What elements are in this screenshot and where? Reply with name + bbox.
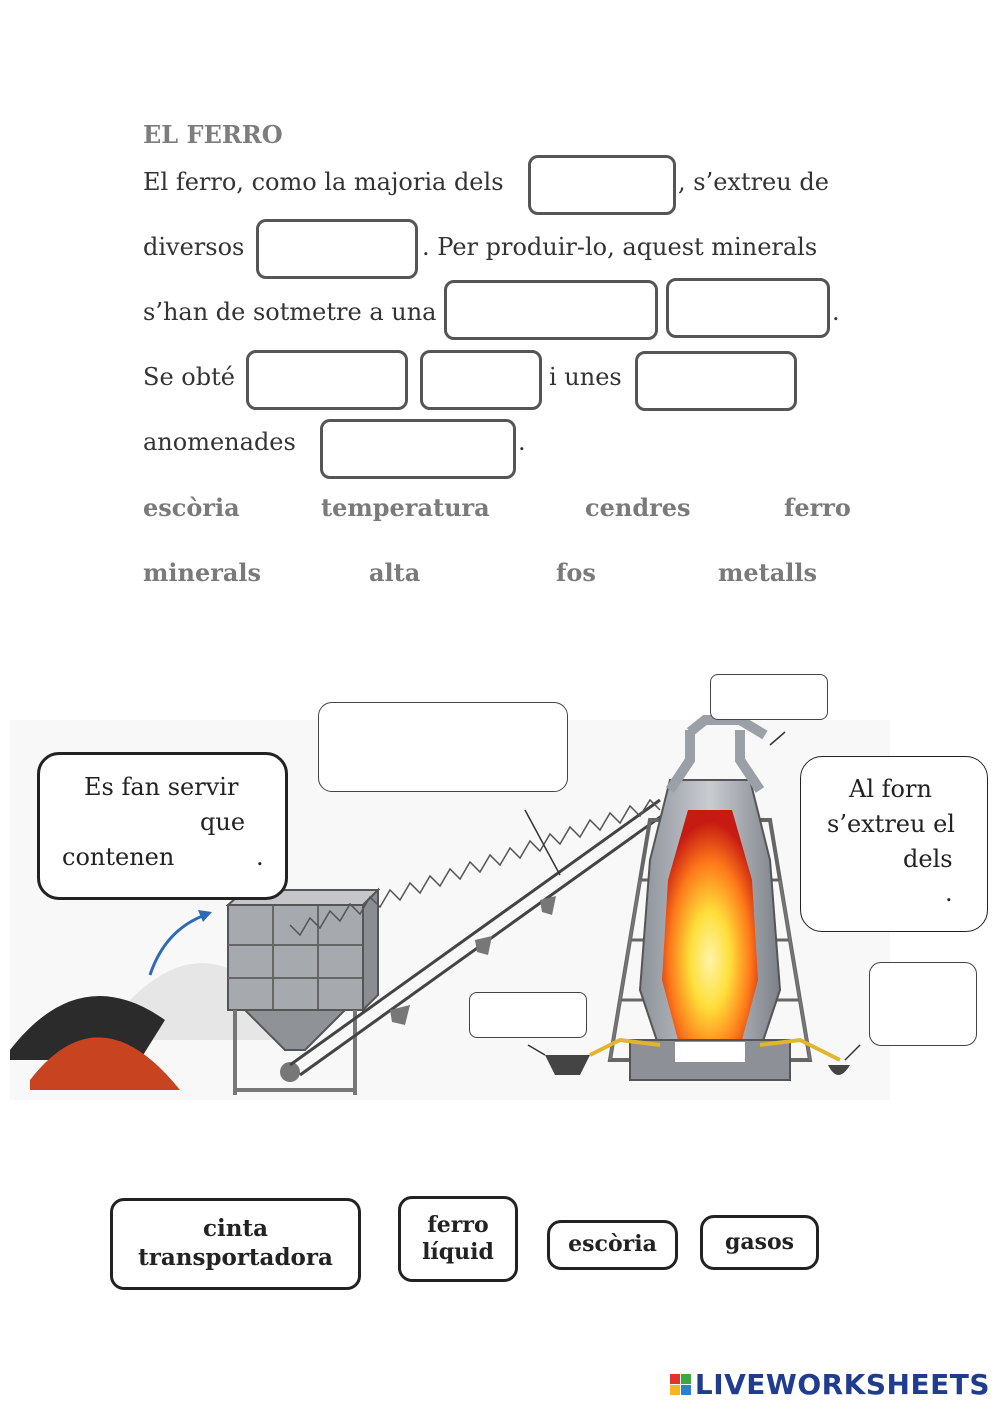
pointer-line: [769, 731, 786, 746]
sentence-line-5b: .: [518, 428, 526, 456]
arrow-head: [198, 910, 212, 922]
word-bank-item: cendres: [585, 493, 691, 522]
card-text: cinta: [202, 1215, 268, 1243]
sentence-line-5a: anomenades: [143, 428, 296, 456]
callout-text: dels: [903, 845, 953, 873]
word-bank-item: temperatura: [321, 493, 490, 522]
label-card-slag[interactable]: escòria: [547, 1220, 678, 1270]
callout-text: .: [256, 843, 264, 871]
card-text: líquid: [422, 1239, 494, 1265]
blank-input-8[interactable]: [320, 419, 516, 479]
word-bank-item: fos: [556, 558, 596, 587]
logo-text: LIVEWORKSHEETS: [694, 1368, 990, 1401]
left-callout: Es fan servir que contenen .: [37, 752, 288, 900]
label-card-gases[interactable]: gasos: [700, 1215, 819, 1270]
callout-text: s’extreu el: [827, 810, 955, 838]
hopper: [225, 887, 381, 1095]
sentence-line-4b: i unes: [549, 363, 622, 391]
logo-badge-icon: [669, 1374, 691, 1395]
sentence-line-2b: . Per produir-lo, aquest minerals: [422, 233, 818, 261]
pointer-line: [844, 1044, 861, 1061]
pointer-line: [527, 1044, 546, 1056]
diagram-label-box-conveyor[interactable]: [318, 702, 568, 792]
right-callout: Al forn s’extreu el dels .: [800, 756, 988, 932]
callout-text: Es fan servir: [84, 773, 239, 801]
word-bank-item: ferro: [784, 493, 851, 522]
blank-input-6[interactable]: [420, 350, 542, 410]
pointer-line: [524, 809, 561, 876]
sentence-line-2a: diversos: [143, 233, 245, 261]
arrow-line: [148, 913, 206, 976]
sentence-line-4a: Se obté: [143, 363, 235, 391]
sentence-line-3b: .: [832, 298, 840, 326]
diagram-label-box-slag[interactable]: [469, 992, 587, 1038]
blast-furnace: [545, 715, 850, 1081]
diagram-label-box-liquid-iron[interactable]: [869, 962, 977, 1046]
worksheet-title: EL FERRO: [143, 120, 283, 149]
callout-text: Al forn: [849, 775, 932, 803]
card-text: transportadora: [138, 1244, 333, 1271]
iron-ore-pile: [30, 1037, 180, 1090]
conveyor-belt: [289, 798, 671, 1077]
word-bank-item: minerals: [143, 558, 262, 587]
sentence-line-1b: , s’extreu de: [678, 168, 829, 196]
sentence-line-3a: s’han de sotmetre a una: [143, 298, 437, 326]
card-text: ferro: [427, 1211, 489, 1238]
blank-input-4[interactable]: [666, 278, 830, 338]
word-bank-item: escòria: [143, 493, 240, 522]
card-text: escòria: [568, 1231, 657, 1258]
sentence-line-1a: El ferro, como la majoria dels: [143, 168, 504, 196]
blank-input-1[interactable]: [528, 155, 676, 215]
blank-input-3[interactable]: [444, 280, 658, 340]
card-text: gasos: [724, 1228, 795, 1255]
liveworksheets-logo: LIVEWORKSHEETS: [669, 1368, 990, 1401]
blank-input-7[interactable]: [635, 351, 797, 411]
callout-text: contenen: [62, 843, 175, 871]
diagram-label-box-gases[interactable]: [710, 674, 828, 720]
callout-text: .: [945, 879, 953, 907]
word-bank-item: metalls: [718, 558, 818, 587]
word-bank-item: alta: [369, 558, 421, 587]
blank-input-2[interactable]: [256, 219, 418, 279]
blank-input-5[interactable]: [246, 350, 408, 410]
callout-text: que: [200, 808, 246, 836]
